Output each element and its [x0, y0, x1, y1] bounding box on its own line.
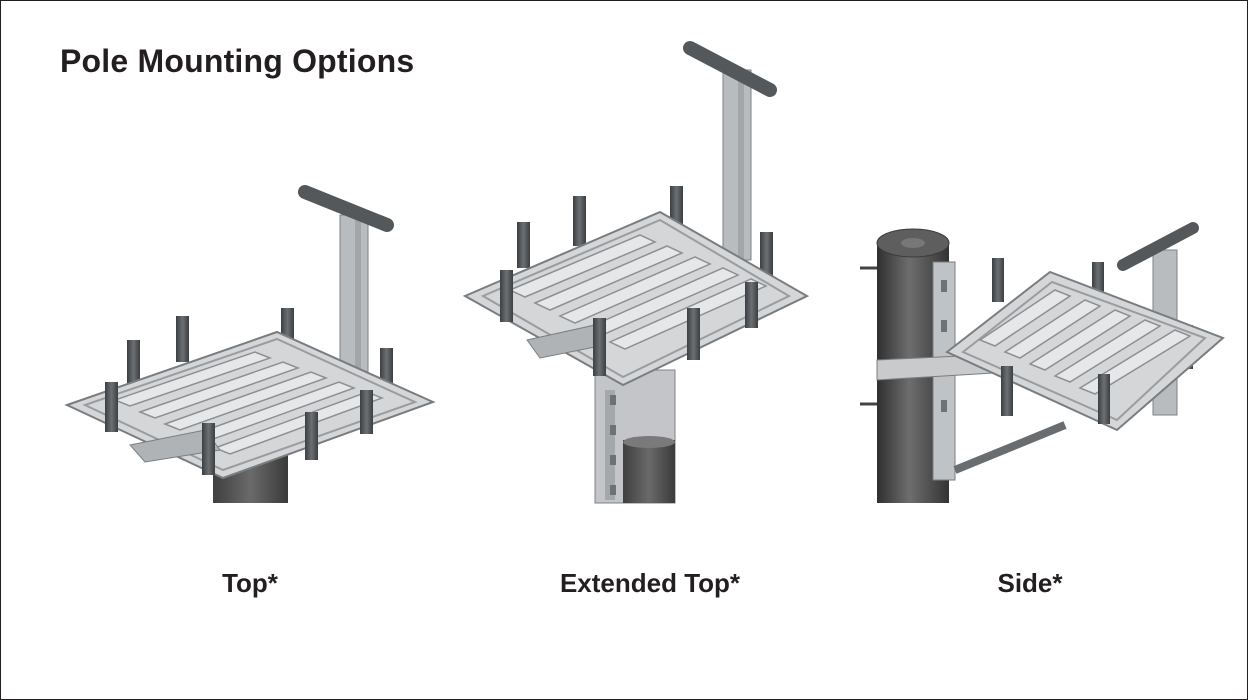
handle-mast — [339, 214, 369, 376]
post — [745, 282, 758, 328]
post — [360, 390, 373, 434]
t-handle — [1117, 222, 1199, 271]
wood-pole — [623, 440, 675, 503]
post — [760, 232, 773, 278]
platform-slats — [112, 351, 385, 455]
handle-mast — [722, 69, 752, 261]
top-mount-illustration — [64, 185, 436, 503]
post — [687, 308, 700, 360]
post — [500, 270, 513, 322]
t-handle — [298, 185, 394, 232]
post — [573, 196, 586, 246]
post — [105, 382, 118, 432]
caption-extended-top: Extended Top* — [559, 568, 741, 598]
side-mount-illustration — [860, 222, 1225, 503]
post — [305, 412, 318, 460]
caption-top: Top* — [222, 568, 278, 598]
post — [176, 316, 189, 362]
post — [202, 423, 215, 475]
post — [1001, 366, 1013, 416]
support-brace — [953, 421, 1067, 474]
post — [1098, 374, 1110, 424]
post — [992, 258, 1004, 302]
extended-top-mount-illustration — [462, 41, 810, 504]
caption-side: Side* — [997, 568, 1063, 598]
post — [517, 222, 530, 268]
page-title: Pole Mounting Options — [60, 43, 415, 79]
post — [380, 348, 393, 388]
t-handle — [683, 41, 777, 97]
post — [127, 340, 140, 386]
post — [593, 318, 606, 376]
